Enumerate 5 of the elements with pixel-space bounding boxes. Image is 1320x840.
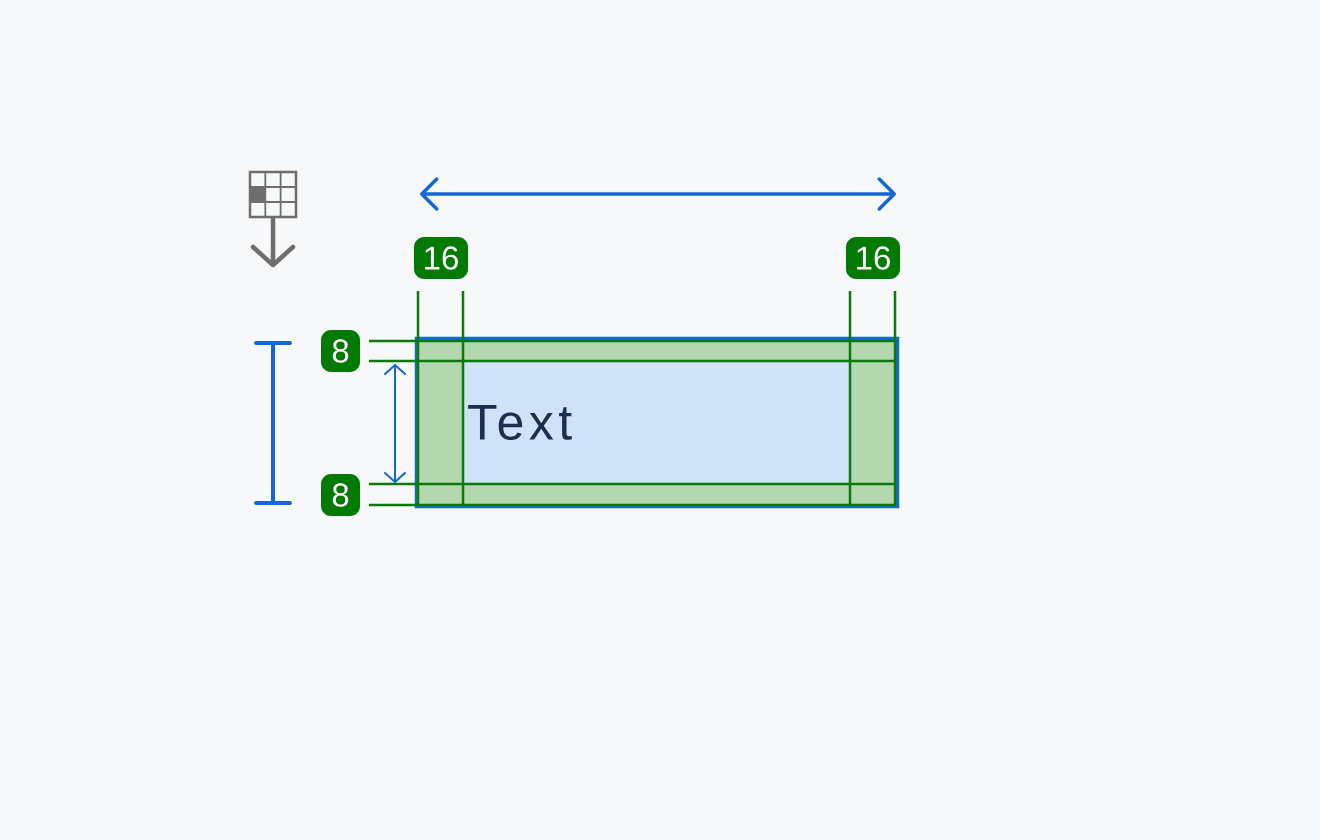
content-box: Text bbox=[463, 361, 850, 484]
number-badge: 16 bbox=[846, 237, 900, 279]
number-badge: 8 bbox=[321, 330, 360, 372]
number-badge: 16 bbox=[414, 237, 468, 279]
number-badge: 8 bbox=[321, 474, 360, 516]
